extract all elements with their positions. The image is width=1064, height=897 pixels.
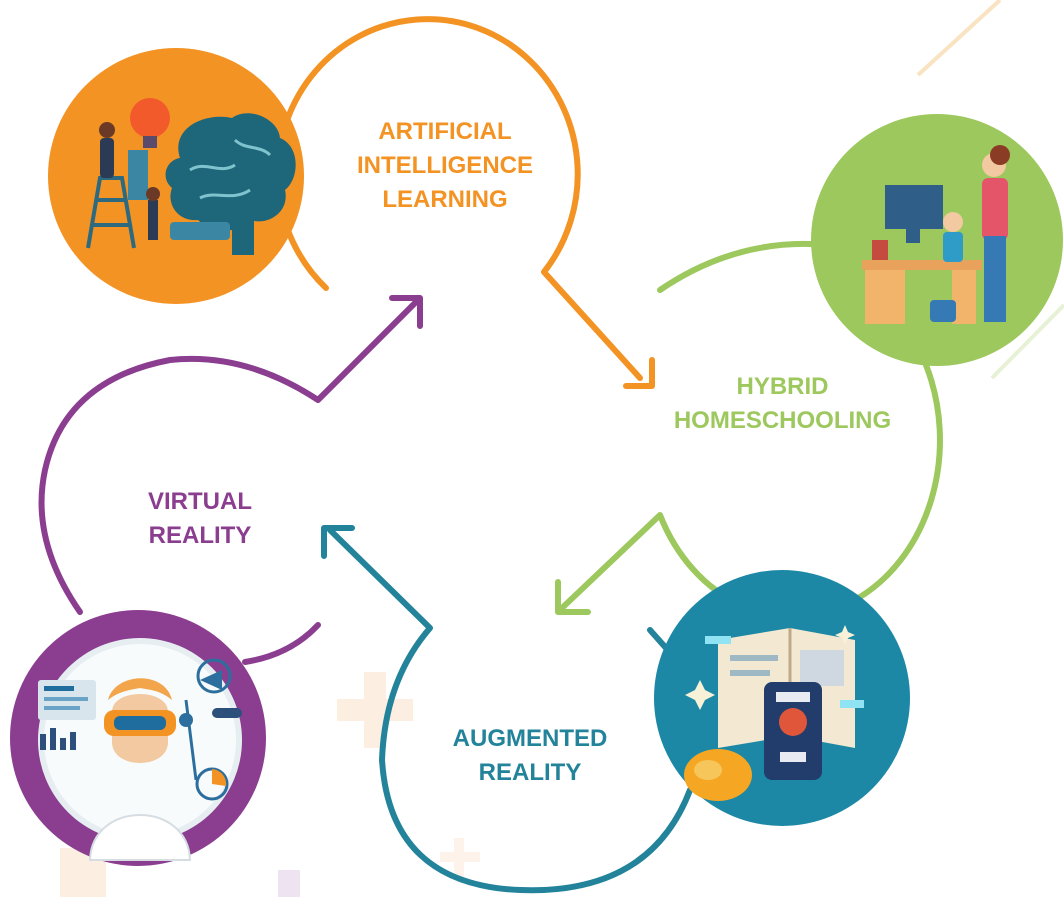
hybrid-stage-label: HYBRID HOMESCHOOLING [645,370,920,438]
decor-line-right [990,303,1064,380]
book-phone-planet-illustration-icon [654,570,910,826]
vr-label-line-1: VIRTUAL [148,488,252,515]
vr-arrowhead [389,295,423,329]
ai-label-line-2: INTELLIGENCE [356,152,533,179]
ar-arrowhead [321,525,355,559]
ai-arrowhead [623,357,655,389]
ar-cycle-arc [321,525,693,894]
background-decorations [60,0,1064,897]
ai-label-line-1: ARTIFICIAL [378,118,512,145]
vr-stage-label: VIRTUAL REALITY [100,485,300,553]
vr-cycle-arc [38,295,423,665]
decor-plus-peach [337,672,413,748]
brain-lightbulb-illustration-icon [48,48,304,304]
hybrid-label-line-2: HOMESCHOOLING [673,407,892,434]
vr-arc-bottom [242,622,321,665]
decor-plus-small [440,838,480,878]
ai-stage-label: ARTIFICIAL INTELLIGENCE LEARNING [335,115,555,217]
ar-label-line-1: AUGMENTED [452,725,608,752]
decor-line-top-right [916,0,1002,77]
hybrid-label-line-1: HYBRID [736,373,829,400]
ar-label-line-2: REALITY [478,759,582,786]
ar-arc-path [327,527,693,894]
vr-arc-main [38,297,421,615]
vr-headset-boy-illustration-icon [10,610,266,866]
hybrid-arrowhead [555,579,591,615]
ar-arc-stub [647,627,669,651]
ai-label-line-3: LEARNING [382,186,508,213]
vr-label-line-2: REALITY [148,522,252,549]
ar-stage-label: AUGMENTED REALITY [410,722,650,790]
parent-child-desk-illustration-icon [811,114,1063,366]
decor-block-lilac [278,870,300,897]
